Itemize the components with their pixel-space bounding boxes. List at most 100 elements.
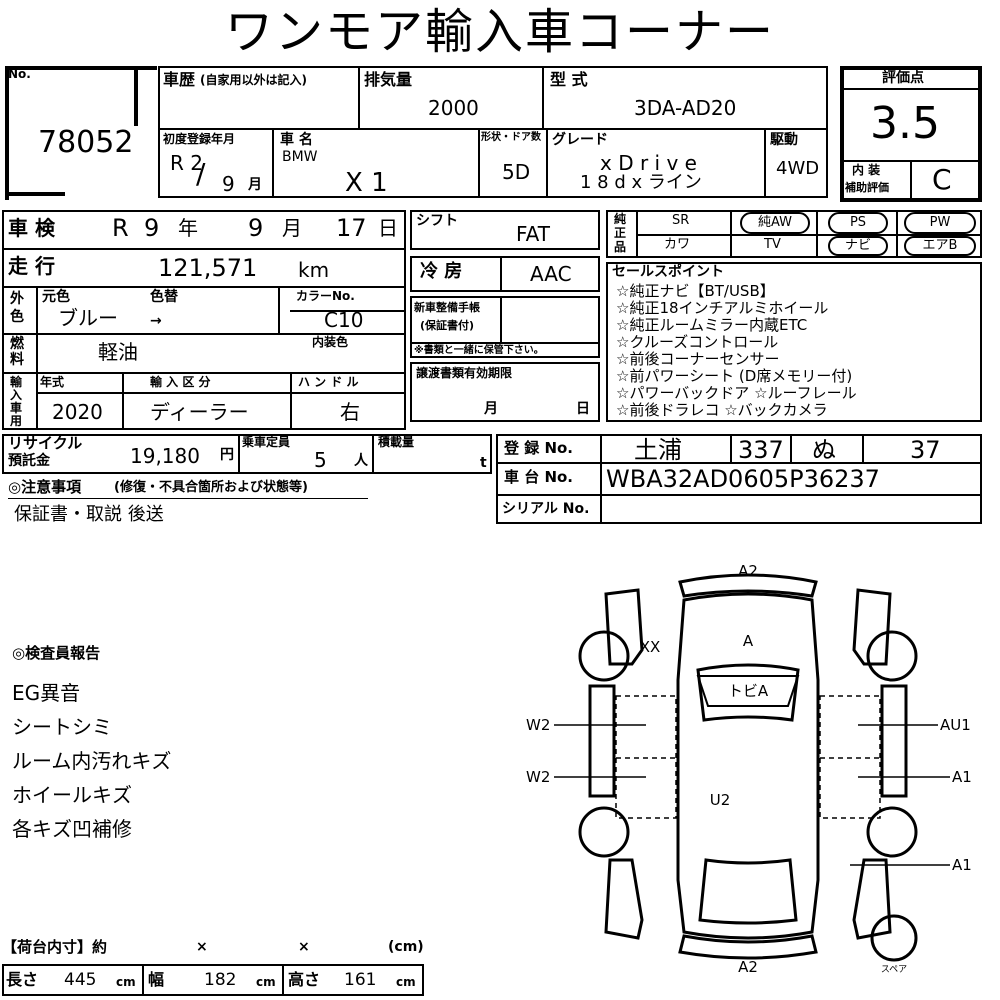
capacity-label: 乗車定員 [242, 435, 291, 449]
diagram-label-bottom: A2 [738, 958, 758, 976]
equip-sr: SR [672, 213, 690, 228]
load-label: 積載量 [378, 435, 415, 449]
handle-label: ハ ン ド ル [298, 375, 359, 389]
color-value: ブルー [58, 306, 118, 330]
cargo-x1: × [196, 939, 208, 955]
shaken-month-unit: 月 [282, 216, 302, 240]
cargo-label: 【荷台内寸】約 [2, 938, 108, 956]
mileage-value: 121,571 [158, 254, 258, 282]
diagram-label-roof: トビA [728, 682, 769, 700]
maintenance-label: 新車整備手帳 [414, 301, 480, 314]
sales-points-label: セールスポイント [612, 264, 724, 280]
registration-label: 登 録 No. [504, 439, 574, 457]
recycle-label2: 預託金 [8, 453, 50, 469]
diagram-label-w2b: W2 [526, 768, 550, 786]
sales-point: ☆パワーバックドア ☆ルーフレール [616, 384, 857, 402]
diagram-label-top: A2 [738, 562, 758, 580]
interior-score: C [932, 163, 952, 196]
notes-label: ◎注意事項 [8, 478, 82, 496]
car-body [676, 592, 820, 940]
cargo-height: 161 [344, 970, 377, 990]
grade-line2: 1 8 d x ライン [580, 172, 702, 193]
transfer-month: 月 [484, 401, 498, 417]
fuel-side-label: 燃料 [10, 336, 24, 368]
shaken-label: 車 検 [8, 216, 55, 240]
model-type-label: 型 式 [550, 70, 588, 89]
equip-tv: TV [764, 237, 781, 252]
exterior-color-side-label: 外色 [10, 291, 24, 325]
right-front-fender [852, 588, 892, 666]
shift-value: FAT [516, 222, 551, 246]
import-class: ディーラー [150, 400, 249, 424]
car-damage-diagram: A2 A トビA XX W2 W2 U2 AU1 A1 A1 A2 スペア [526, 562, 972, 976]
body-doors-label: 形状・ドア数 [481, 132, 541, 143]
first-reg-month-unit: 月 [248, 177, 262, 193]
first-reg-label: 初度登録年月 [163, 132, 236, 146]
sales-point: ☆純正ナビ【BT/USB】 [616, 282, 775, 300]
wheel-rear-left [578, 806, 630, 858]
equip-leather: カワ [664, 237, 691, 252]
capacity-unit: 人 [354, 453, 368, 469]
equip-navi: ナビ [828, 236, 888, 256]
rear-bumper [678, 934, 818, 960]
transfer-label: 譲渡書類有効期限 [416, 366, 513, 380]
shaken-day-unit: 日 [378, 216, 398, 240]
diagram-label-a1b: A1 [952, 856, 972, 874]
registration-box [496, 434, 982, 524]
color-code: C10 [324, 308, 364, 332]
import-year: 2020 [52, 400, 103, 424]
front-bumper [678, 573, 818, 598]
left-front-fender [604, 588, 644, 666]
capacity-value: 5 [314, 448, 327, 472]
transfer-box [410, 362, 600, 422]
load-unit: t [480, 455, 487, 471]
inspector-item: EG異音 [12, 681, 81, 705]
notes-sub: (修復・不具合箇所および状態等) [114, 480, 308, 495]
serial-label: シリアル No. [502, 501, 590, 517]
spare-tire [870, 914, 918, 962]
inspector-label: ◎検査員報告 [12, 644, 101, 662]
history-label: 車歴 [163, 70, 196, 89]
maintenance-sub: (保証書付) [420, 319, 475, 332]
cargo-length-unit: cm [116, 975, 136, 989]
cargo-unit: (cm) [388, 939, 424, 955]
sales-points-list: ☆純正ナビ【BT/USB】 ☆純正18インチアルミホイール ☆純正ルームミラー内… [616, 283, 857, 419]
cargo-box [2, 964, 424, 996]
sales-point: ☆純正ルームミラー内蔵ETC [616, 316, 808, 334]
first-reg-era: R 2 [170, 151, 203, 175]
score-value: 3.5 [870, 98, 940, 149]
shaken-era: R [112, 214, 129, 242]
vehicle-detail-box [2, 210, 406, 430]
sales-points-box [606, 262, 982, 422]
shaken-year: 9 [144, 214, 160, 242]
shaken-day: 17 [336, 214, 367, 242]
page-title: ワンモア輸入車コーナー [225, 4, 776, 60]
first-reg-month: 9 [222, 172, 235, 196]
inspector-item: ルーム内汚れキズ [12, 749, 172, 773]
score-label: 評価点 [882, 70, 924, 86]
cargo-x2: × [298, 939, 310, 955]
sales-point: ☆純正18インチアルミホイール [616, 299, 829, 317]
diagram-label-u2: U2 [710, 791, 731, 809]
orig-color-label: 元色 [42, 289, 70, 305]
equipment-label: 純正品 [614, 212, 627, 254]
registration-area: 土浦 [634, 436, 682, 464]
equip-aw: 純AW [740, 212, 810, 234]
recycle-value: 19,180 [130, 444, 200, 468]
recycle-box [2, 434, 492, 474]
right-side-panel [880, 684, 908, 798]
first-reg-slash: / [196, 157, 206, 190]
color-code-label: カラーNo. [296, 289, 355, 303]
recycle-label1: リサイクル [8, 434, 83, 452]
notes-value: 保証書・取説 後送 [14, 504, 164, 525]
registration-num1: 337 [738, 436, 784, 464]
mileage-label: 走 行 [8, 254, 55, 278]
left-side-panel [588, 684, 616, 798]
equip-ps: PS [828, 212, 888, 234]
shift-box [410, 210, 600, 250]
grade-line1: x D r i v e [600, 151, 697, 175]
mileage-unit: km [298, 258, 330, 282]
chassis-value: WBA32AD0605P36237 [606, 465, 880, 493]
registration-kana: ぬ [812, 436, 836, 464]
number-value: 78052 [38, 125, 134, 160]
